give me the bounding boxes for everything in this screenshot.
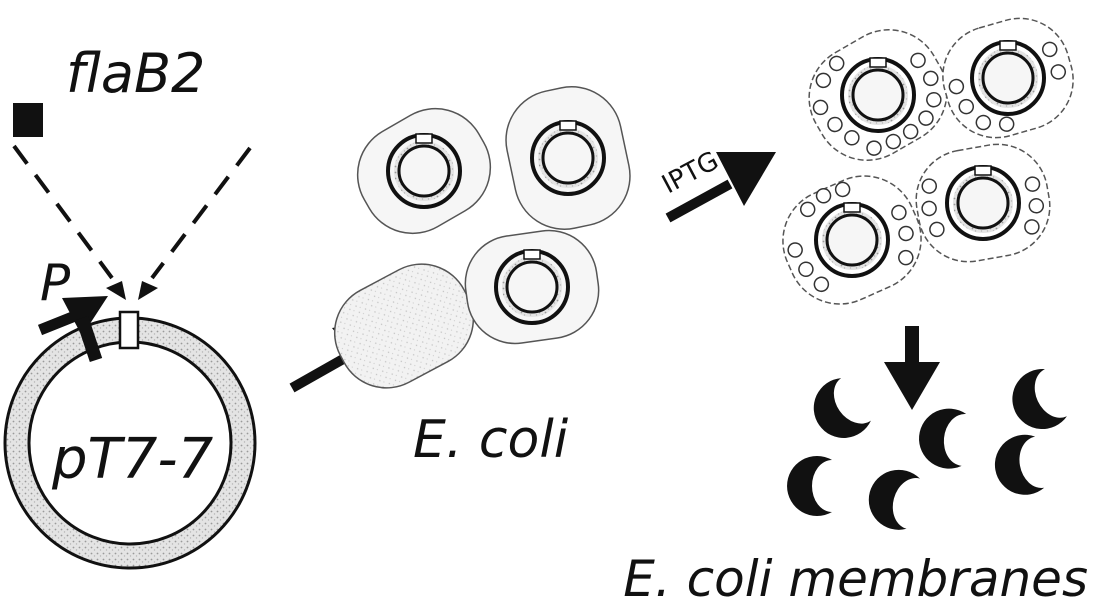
induced-cell <box>908 136 1057 269</box>
insertion-arrowhead-right <box>138 281 158 300</box>
host-label: E. coli <box>413 410 569 470</box>
induced-cell <box>766 158 938 320</box>
induced-cell <box>931 7 1085 150</box>
plasmid-insertion-site <box>120 312 138 348</box>
isolation-arrow <box>884 326 940 410</box>
membrane-fragments <box>787 366 1069 533</box>
ecoli-cell <box>339 90 508 251</box>
gene-label: flaB2 <box>66 42 205 105</box>
ecoli-cell <box>459 224 605 349</box>
ecoli-cell <box>497 77 640 238</box>
flab2-gene-block <box>13 103 43 137</box>
induced-cell <box>790 11 966 179</box>
plasmid-label: pT7-7 <box>51 427 214 492</box>
insertion-arrowhead-left <box>106 281 126 300</box>
ecoli-cell-empty <box>318 247 490 405</box>
product-label: E. coli membranes <box>623 550 1088 608</box>
